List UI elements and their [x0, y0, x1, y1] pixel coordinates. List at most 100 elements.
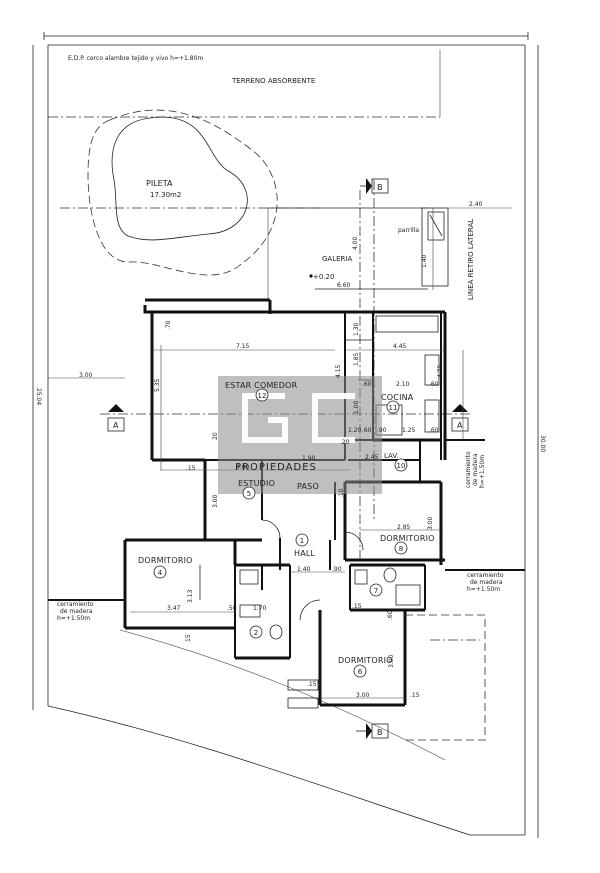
svg-text:20: 20 — [212, 432, 219, 440]
section-a-right-label: A — [457, 421, 463, 430]
room-lav-circle — [394, 458, 408, 472]
room-dorm8-num: 8 — [399, 545, 403, 553]
room-estudio-circle — [242, 486, 256, 500]
svg-text:.90: .90 — [332, 566, 342, 573]
svg-text:1.40: 1.40 — [297, 566, 311, 573]
room-dorm8-name: DORMITORIO — [380, 534, 435, 543]
room-hall-circle — [295, 533, 309, 547]
svg-text:15: 15 — [185, 634, 192, 642]
svg-text:4.15: 4.15 — [335, 364, 342, 378]
fence-left-label: cerramiento de madera h=+1.50m — [57, 601, 95, 622]
room-lav-num: 10 — [397, 462, 406, 470]
gallery-depth-dim: 4.00 — [352, 236, 359, 250]
room-dorm4-name: DORMITORIO — [138, 556, 193, 565]
svg-text:.60: .60 — [387, 610, 394, 620]
svg-text:4.75: 4.75 — [437, 364, 444, 378]
svg-text:.60: .60 — [429, 381, 439, 388]
svg-text:3.00: 3.00 — [79, 372, 93, 379]
svg-text:3.47: 3.47 — [167, 605, 181, 612]
pool — [60, 109, 318, 276]
svg-text:.15: .15 — [410, 692, 420, 699]
svg-text:.70: .70 — [165, 320, 172, 330]
top-right-dim: 2.40 — [469, 201, 483, 208]
room-cocina-name: COCINA — [381, 393, 414, 402]
svg-text:1.20: 1.20 — [348, 427, 362, 434]
svg-text:3.13: 3.13 — [187, 589, 194, 603]
left-side-dim: 25.04 — [35, 388, 42, 405]
terrain-label: TERRENO ABSORBENTE — [231, 77, 315, 85]
svg-text:2.85: 2.85 — [397, 524, 411, 531]
room-cocina-num: 11 — [389, 404, 398, 412]
gallery-width-dim: 6.60 — [337, 282, 351, 289]
watermark — [218, 376, 382, 494]
bath-2-num: 2 — [254, 629, 258, 637]
gallery — [267, 180, 512, 560]
svg-text:.60: .60 — [362, 427, 372, 434]
svg-text:.50: .50 — [227, 605, 237, 612]
room-estar-comedor-circle — [255, 388, 269, 402]
svg-text:.20: .20 — [340, 439, 350, 446]
svg-text:7.15: 7.15 — [236, 343, 250, 350]
house-walls — [123, 298, 486, 741]
dimension-labels: 3.00 7.15 5.35 .70 4.45 4.75 1.30 1.85 4… — [79, 320, 444, 699]
right-side-dim: 30.00 — [539, 435, 546, 452]
bath-7-num: 7 — [374, 587, 378, 595]
svg-text:1.25: 1.25 — [402, 427, 416, 434]
svg-text:.15: .15 — [352, 603, 362, 610]
section-mark-b-bottom — [356, 723, 389, 739]
fence-right-lower-label: cerramiento de madera h=+1.50m — [467, 572, 505, 593]
level-dot — [309, 274, 313, 278]
room-dorm6-num: 6 — [358, 668, 363, 676]
svg-text:1.30: 1.30 — [353, 322, 360, 336]
svg-text:1.85: 1.85 — [353, 352, 360, 366]
bath-2-circle — [249, 625, 263, 639]
gallery-level: +0.20 — [313, 273, 334, 281]
room-dorm8-circle — [394, 541, 408, 555]
room-hall-num: 1 — [300, 537, 304, 545]
room-estudio-num: 5 — [247, 490, 251, 498]
svg-text:5.35: 5.35 — [154, 378, 161, 392]
svg-text:3.00: 3.00 — [236, 464, 250, 471]
lot-boundary — [32, 32, 539, 838]
gallery-name: GALERIA — [322, 255, 352, 263]
room-hall-name: HALL — [294, 549, 316, 558]
svg-text:1.00: 1.00 — [353, 400, 360, 414]
svg-text:.90: .90 — [377, 427, 387, 434]
room-estar-comedor-num: 12 — [258, 392, 267, 400]
svg-text:3.00: 3.00 — [427, 516, 434, 530]
room-dorm6-circle — [353, 664, 367, 678]
room-lav-name: LAV. — [384, 452, 399, 460]
svg-text:.15: .15 — [186, 465, 196, 472]
svg-text:1.90: 1.90 — [302, 455, 316, 462]
svg-text:3.00: 3.00 — [212, 494, 219, 508]
room-estudio-name: ESTUDIO — [238, 479, 275, 488]
svg-text:4.45: 4.45 — [393, 343, 407, 350]
svg-text:2.10: 2.10 — [396, 381, 410, 388]
grill-dim: 1.40 — [421, 254, 428, 268]
room-dorm4-num: 4 — [158, 569, 163, 577]
fence-note: E.D.P. cerco alambre tejido y vivo h=+1.… — [68, 55, 203, 62]
watermark-text: PROPIEDADES — [235, 462, 317, 473]
room-estar-comedor-name: ESTAR COMEDOR — [225, 381, 298, 390]
svg-text:3.00: 3.00 — [356, 692, 370, 699]
room-paso-name: PASO — [297, 482, 319, 491]
svg-text:.60: .60 — [362, 381, 372, 388]
svg-text:2.45: 2.45 — [365, 454, 379, 461]
svg-text:.10: .10 — [338, 488, 345, 498]
svg-text:1.70: 1.70 — [253, 605, 267, 612]
svg-text:.60: .60 — [429, 427, 439, 434]
section-a-left-label: A — [113, 421, 119, 430]
svg-text:.15: .15 — [307, 681, 317, 688]
section-mark-a-right — [451, 404, 469, 432]
svg-text:3.00: 3.00 — [388, 654, 395, 668]
section-b-bottom-label: B — [377, 728, 383, 737]
section-b-top-label: B — [377, 183, 383, 192]
grill-label: parrilla — [398, 227, 419, 234]
section-mark-b-top — [360, 178, 389, 194]
fences — [48, 439, 525, 601]
room-dorm4-circle — [153, 565, 167, 579]
pool-area: 17.30m2 — [150, 191, 181, 199]
fence-right-upper-label: cerramiento de madera h=+1.50m — [465, 450, 486, 488]
pool-name: PILETA — [146, 179, 173, 188]
